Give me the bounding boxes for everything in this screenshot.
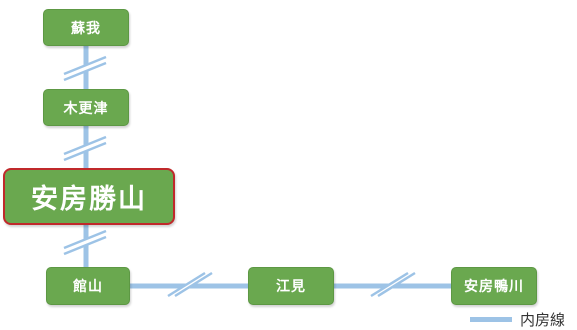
station-emi: 江見 (248, 267, 334, 305)
break-mark-4 (167, 271, 213, 298)
break-mark-1 (63, 55, 107, 82)
legend-line-swatch (470, 317, 512, 322)
station-awa-katsuyama: 安房勝山 (3, 168, 175, 225)
legend: 内房線 (470, 309, 565, 330)
break-mark-3 (63, 229, 107, 256)
station-kisarazu: 木更津 (43, 89, 129, 126)
break-mark-2 (63, 135, 107, 162)
break-mark-5 (370, 271, 416, 298)
legend-label: 内房線 (520, 311, 566, 329)
station-tateyama: 館山 (46, 267, 130, 305)
station-soga: 蘇我 (43, 9, 129, 46)
station-awa-kamogawa: 安房鴨川 (451, 267, 537, 305)
